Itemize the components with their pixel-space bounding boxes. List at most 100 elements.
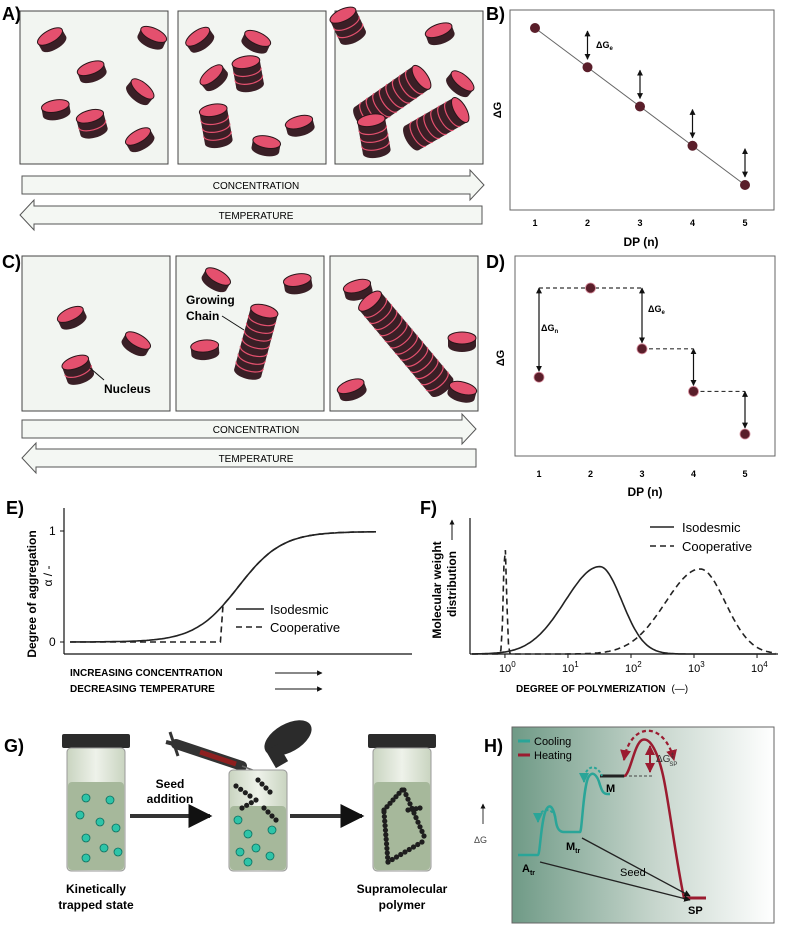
- vial-1-bead-7: [99, 843, 109, 853]
- panel-b-point-3: [635, 101, 645, 112]
- seed-arrow-from-mtr: [581, 837, 691, 897]
- panel-f-xtick-label-3: 103: [688, 660, 705, 675]
- panel-c-label: C): [2, 252, 21, 272]
- label-a-tr-main: A: [522, 863, 530, 875]
- panel-c-nucleus-label: Nucleus: [104, 382, 151, 396]
- panel-d-annotation-e: ΔGe: [648, 304, 665, 316]
- panel-c-nucleus-pointer: [89, 367, 105, 381]
- vial-2-bead-7: [243, 857, 253, 867]
- label-m: M: [606, 783, 615, 795]
- seed-addition-label-2: addition: [147, 792, 194, 806]
- panel-d-point-4: [688, 386, 699, 397]
- legend-heating-label: Heating: [534, 750, 572, 762]
- panel-a-disk-stack-6: [126, 78, 155, 106]
- panel-a-disk-stack-5: [75, 108, 108, 139]
- vial-1-bead-3: [75, 810, 85, 820]
- vial-seeded: [228, 720, 312, 872]
- panel-a-disk-stack-3: [137, 25, 168, 50]
- panel-d-xlabel: DP (n): [627, 485, 662, 499]
- vial-2-cap-top: [264, 720, 312, 756]
- panel-c-temperature-arrow: TEMPERATURE: [21, 441, 477, 475]
- panel-g: G) Kinetically trapped state Seed additi…: [4, 720, 448, 912]
- polymer-chain-4: [401, 787, 427, 839]
- panel-c-disk-stack-1: [56, 305, 87, 330]
- panel-f-ylabel-2: distribution: [445, 551, 459, 617]
- panel-d-xtick-3: 3: [639, 469, 644, 479]
- panel-d-point-2: [585, 282, 596, 294]
- panel-f-xtick-label-4: 104: [751, 660, 768, 675]
- panel-a-concentration-arrow: CONCENTRATION: [21, 168, 485, 202]
- vial-2-bead-4: [235, 847, 245, 857]
- panel-b-point-5: [740, 180, 750, 190]
- panel-e-xlabel-1: INCREASING CONCENTRATION: [70, 668, 223, 679]
- panel-b-point-4: [687, 140, 698, 151]
- panel-f-cooperative-curve: [472, 550, 777, 655]
- panel-f-xtick-label-2: 102: [625, 660, 642, 675]
- panel-a-temperature-arrow: TEMPERATURE: [19, 198, 483, 232]
- panel-d-annotation-e-main: ΔG: [648, 304, 661, 314]
- panel-d-xtick-5: 5: [742, 469, 747, 479]
- panel-d-annotation-n-main: ΔG: [541, 323, 554, 333]
- panel-f-xlabel-main: DEGREE OF POLYMERIZATION: [516, 684, 665, 695]
- panel-c-temperature-label: TEMPERATURE: [219, 454, 294, 465]
- label-sp: SP: [688, 905, 703, 917]
- panel-e-label: E): [6, 498, 24, 518]
- panel-e-ylabel: Degree of aggregation: [25, 530, 39, 657]
- panel-a-disk-stack-4: [40, 99, 71, 121]
- vial-2-beads: [233, 815, 277, 867]
- cooling-arc-2: [579, 766, 603, 783]
- panel-d-point-3: [636, 343, 648, 355]
- panel-a-disk-stack-13: [251, 135, 282, 157]
- panel-f-xtick-label-0: 100: [499, 660, 516, 675]
- panel-a-disk-stack-15: [329, 6, 367, 45]
- panel-c: C) Nucleus Growing Chain CONCENTRATION T…: [2, 252, 479, 475]
- panel-b-point-2: [582, 62, 593, 73]
- panel-f-ylabel-1: Molecular weight: [430, 541, 444, 638]
- vial-2-liquid: [230, 806, 286, 870]
- label-dg-sp-sub: SP: [669, 762, 677, 768]
- label-dg-sp: ΔG‡SP: [656, 753, 677, 768]
- panel-a-disks: [37, 6, 475, 159]
- panel-d-xtick-4: 4: [691, 469, 696, 479]
- panel-d-xtick-1: 1: [536, 469, 541, 479]
- label-dg-sp-main: ΔG: [656, 754, 671, 765]
- panel-c-growing-label-2: Chain: [186, 309, 219, 323]
- vial-2-bead-6: [265, 851, 275, 861]
- panel-d-point-1: [533, 371, 545, 383]
- panel-h-label: H): [484, 736, 503, 756]
- panel-c-concentration-label: CONCENTRATION: [213, 425, 299, 436]
- panel-c-growing-pointer: [221, 315, 245, 331]
- panel-g-right-label-2: polymer: [379, 898, 426, 912]
- vial-2-seed-fragments: [233, 777, 279, 823]
- panel-a-concentration-label: CONCENTRATION: [213, 181, 299, 192]
- panel-h: H) ΔG Cooling Heating Atr Mtr M SP Seed …: [474, 726, 775, 924]
- vial-1-bead-8: [81, 853, 91, 863]
- vial-supramolecular-polymer: [368, 734, 436, 872]
- panel-b-xtick-5: 5: [742, 218, 747, 228]
- panel-e-legend-cooperative: Cooperative: [270, 620, 340, 635]
- vial-1-bead-5: [111, 823, 121, 833]
- panel-b-xtick-1: 1: [532, 218, 537, 228]
- label-m-tr-sub: tr: [575, 848, 580, 855]
- panel-g-label: G): [4, 736, 24, 756]
- panel-c-concentration-arrow: CONCENTRATION: [21, 412, 477, 446]
- panel-a-disk-stack-1: [37, 27, 67, 53]
- panel-a-disk-stack-12: [198, 103, 233, 149]
- panel-d-plot-frame: [514, 255, 776, 457]
- vial-2-bead-2: [243, 829, 253, 839]
- panel-h-axis-label: ΔG: [474, 835, 487, 845]
- vial-2-cap-stem: [265, 743, 289, 769]
- seed-fragment-2: [255, 777, 273, 795]
- panel-a-disk-stack-10: [199, 64, 228, 92]
- panel-d-xtick-2: 2: [588, 469, 593, 479]
- panel-e-cooperative-curve: [70, 531, 376, 643]
- label-m-tr: Mtr: [566, 841, 581, 855]
- panel-c-disk-stack-6: [190, 339, 220, 361]
- panel-f-xlabel-unit: (—): [671, 684, 688, 695]
- seed-fragment-4: [261, 805, 279, 823]
- vial-1-bead-9: [113, 847, 123, 857]
- vial-1-bead-4: [95, 817, 105, 827]
- polymer-chain-2: [381, 809, 391, 865]
- panel-e-ylabel-2: α / -: [41, 566, 55, 587]
- polymer-chain-5: [405, 805, 423, 813]
